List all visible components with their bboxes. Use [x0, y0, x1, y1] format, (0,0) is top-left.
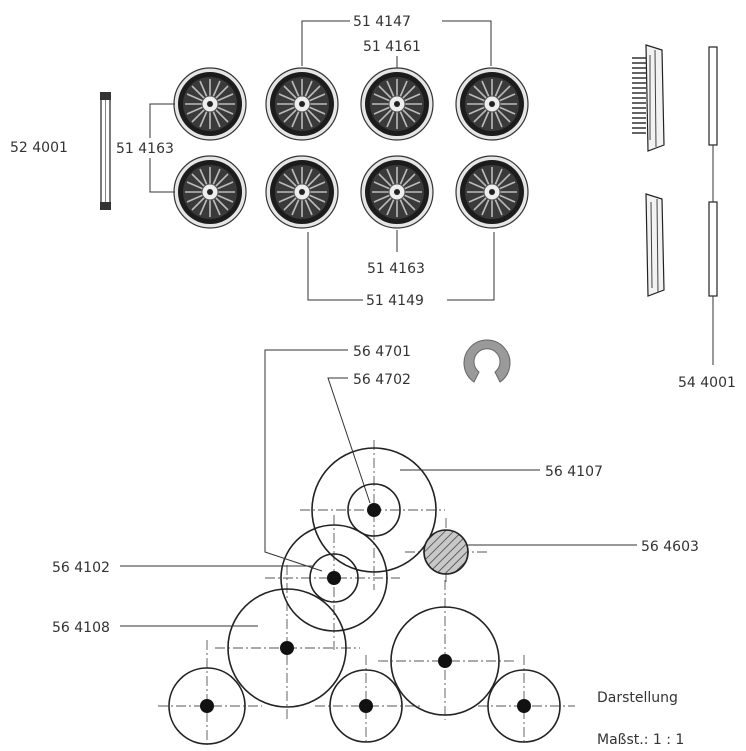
label-56-4701: 56 4701	[353, 344, 411, 360]
label-51-4163-bottom: 51 4163	[367, 261, 425, 277]
label-51-4147: 51 4147	[353, 14, 411, 30]
wheel-top-4	[455, 67, 529, 141]
label-56-4108: 56 4108	[52, 620, 110, 636]
axle-part	[100, 92, 111, 210]
label-56-4102: 56 4102	[52, 560, 110, 576]
gear-4108	[227, 588, 347, 708]
gear-4603	[423, 529, 469, 575]
wheel-top-2	[265, 67, 339, 141]
label-56-4603: 56 4603	[641, 539, 699, 555]
wheel-bottom-4	[455, 155, 529, 229]
label-54-4001: 54 4001	[678, 375, 736, 391]
side-wheel-rim-top	[632, 44, 665, 152]
label-51-4163-left: 51 4163	[116, 141, 174, 157]
gear-4702	[347, 483, 401, 537]
gear-4107	[311, 447, 437, 573]
label-52-4001: 52 4001	[10, 140, 68, 156]
gear-bottom-middle	[329, 669, 403, 743]
gear-hubs	[200, 503, 531, 713]
circlip-part	[463, 339, 511, 383]
leader-51-4163-left	[149, 103, 175, 193]
label-56-4107: 56 4107	[545, 464, 603, 480]
side-pin-part	[708, 46, 718, 365]
gear-4102-outer	[280, 524, 388, 632]
gear-bottom-left	[168, 667, 246, 745]
wheel-top-1	[173, 67, 247, 141]
label-56-4702: 56 4702	[353, 372, 411, 388]
caption-scale: Maßst.: 1 : 1	[597, 732, 684, 748]
leader-51-4147	[301, 20, 492, 66]
wheel-bottom-2	[265, 155, 339, 229]
caption-darstellung: Darstellung	[597, 690, 678, 706]
wheel-bottom-1	[173, 155, 247, 229]
leader-56-4702	[327, 377, 371, 504]
side-wheel-rim-bottom	[645, 193, 665, 297]
leader-51-4149	[307, 232, 495, 301]
leader-56-4701	[264, 349, 348, 572]
gear-bottom-right	[487, 669, 561, 743]
gear-right	[390, 606, 500, 716]
label-51-4149: 51 4149	[366, 293, 424, 309]
label-51-4161: 51 4161	[363, 39, 421, 55]
wheel-bottom-3	[360, 155, 434, 229]
gear-4701	[309, 553, 359, 603]
wheel-top-3	[360, 67, 434, 141]
